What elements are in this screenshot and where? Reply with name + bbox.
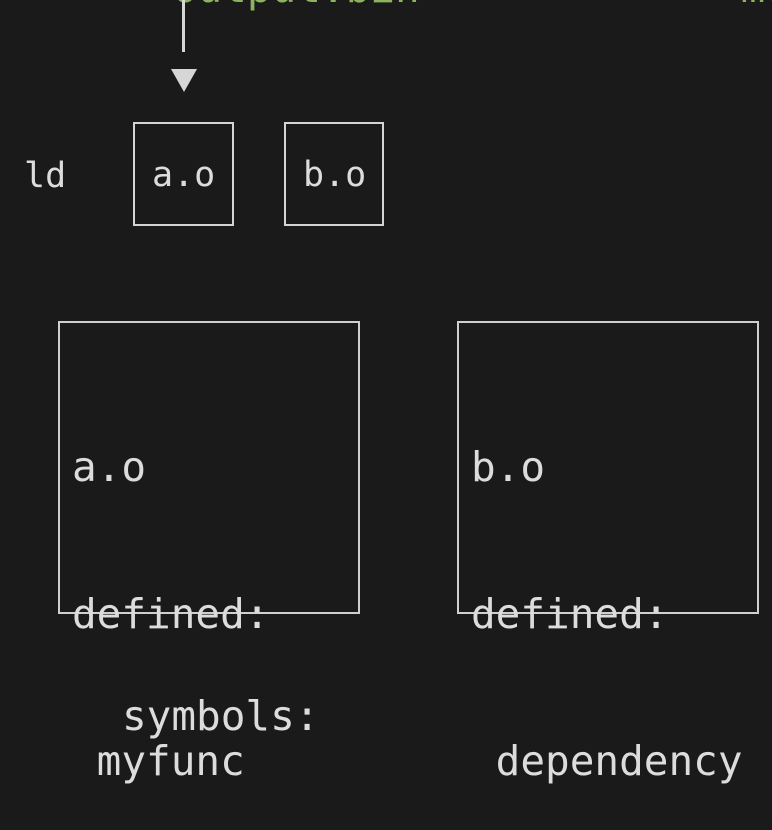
symbol-line: a.o — [72, 443, 147, 491]
symbols-caption: symbols: — [122, 692, 320, 740]
symbol-line: myfunc — [72, 737, 245, 785]
symbol-line: b.o — [471, 443, 546, 491]
object-box-a-o[interactable]: a.o — [133, 122, 234, 226]
arrow-down-icon — [171, 69, 197, 92]
clipped-top-text: output.bin merged — [0, 0, 772, 13]
arrow-shaft — [182, 0, 185, 52]
symbol-line: dependency — [471, 737, 743, 785]
symbol-panel-a-o-lines: a.o defined: myfunc undefined: dependenc… — [72, 345, 344, 830]
object-box-b-o[interactable]: b.o — [284, 122, 384, 226]
linker-label: ld — [24, 156, 67, 196]
symbol-panel-b-o[interactable]: b.o defined: dependency — [457, 321, 759, 785]
symbol-line: defined: — [471, 590, 669, 638]
object-box-b-o-label: b.o — [303, 155, 367, 195]
object-box-a-o-label: a.o — [152, 155, 216, 195]
symbol-line: defined: — [72, 590, 270, 638]
symbol-panel-b-o-lines: b.o defined: dependency — [471, 345, 743, 830]
symbol-panel-a-o[interactable]: a.o defined: myfunc undefined: dependenc… — [58, 321, 360, 785]
